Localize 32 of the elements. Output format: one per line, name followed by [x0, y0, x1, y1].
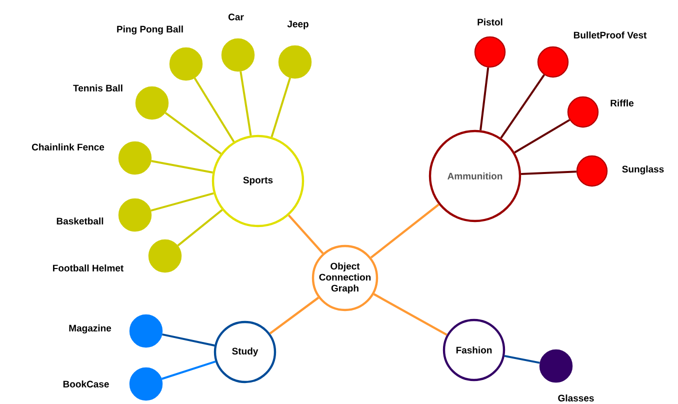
connector-line — [521, 170, 576, 176]
item-label: Magazine — [69, 324, 112, 334]
connector-line — [373, 293, 448, 336]
item-label: BulletProof Vest — [574, 32, 647, 38]
connector-line — [240, 71, 252, 136]
connector-line — [480, 67, 490, 130]
connector-line — [162, 360, 216, 380]
item-label: Riffle — [610, 100, 634, 106]
connector-line — [370, 204, 440, 258]
connector-line — [288, 214, 324, 254]
connector-line — [150, 192, 214, 212]
item-label: Sunglass — [622, 166, 664, 174]
item-label: Football Helmet — [53, 264, 124, 272]
item-label: Basketball — [56, 218, 104, 224]
item-label: BookCase — [63, 380, 109, 388]
item-label: Car — [228, 14, 244, 20]
item-label: Jeep — [287, 20, 308, 30]
item-label: Ping Pong Ball — [117, 26, 183, 34]
connector-line — [514, 119, 570, 154]
item-label: Tennis Ball — [73, 84, 122, 92]
item-label: Glasses — [558, 394, 594, 402]
connector-line — [162, 333, 215, 347]
connector-line — [164, 112, 222, 154]
connector-line — [504, 354, 540, 364]
item-label: Chainlink Fence — [32, 144, 104, 150]
connector-line — [269, 296, 320, 334]
connector-line — [177, 209, 223, 246]
connector-line — [270, 78, 292, 138]
connector-line — [151, 160, 213, 174]
connector-line — [194, 78, 235, 142]
connector-line — [500, 74, 546, 139]
item-label: Pistol — [478, 18, 502, 26]
